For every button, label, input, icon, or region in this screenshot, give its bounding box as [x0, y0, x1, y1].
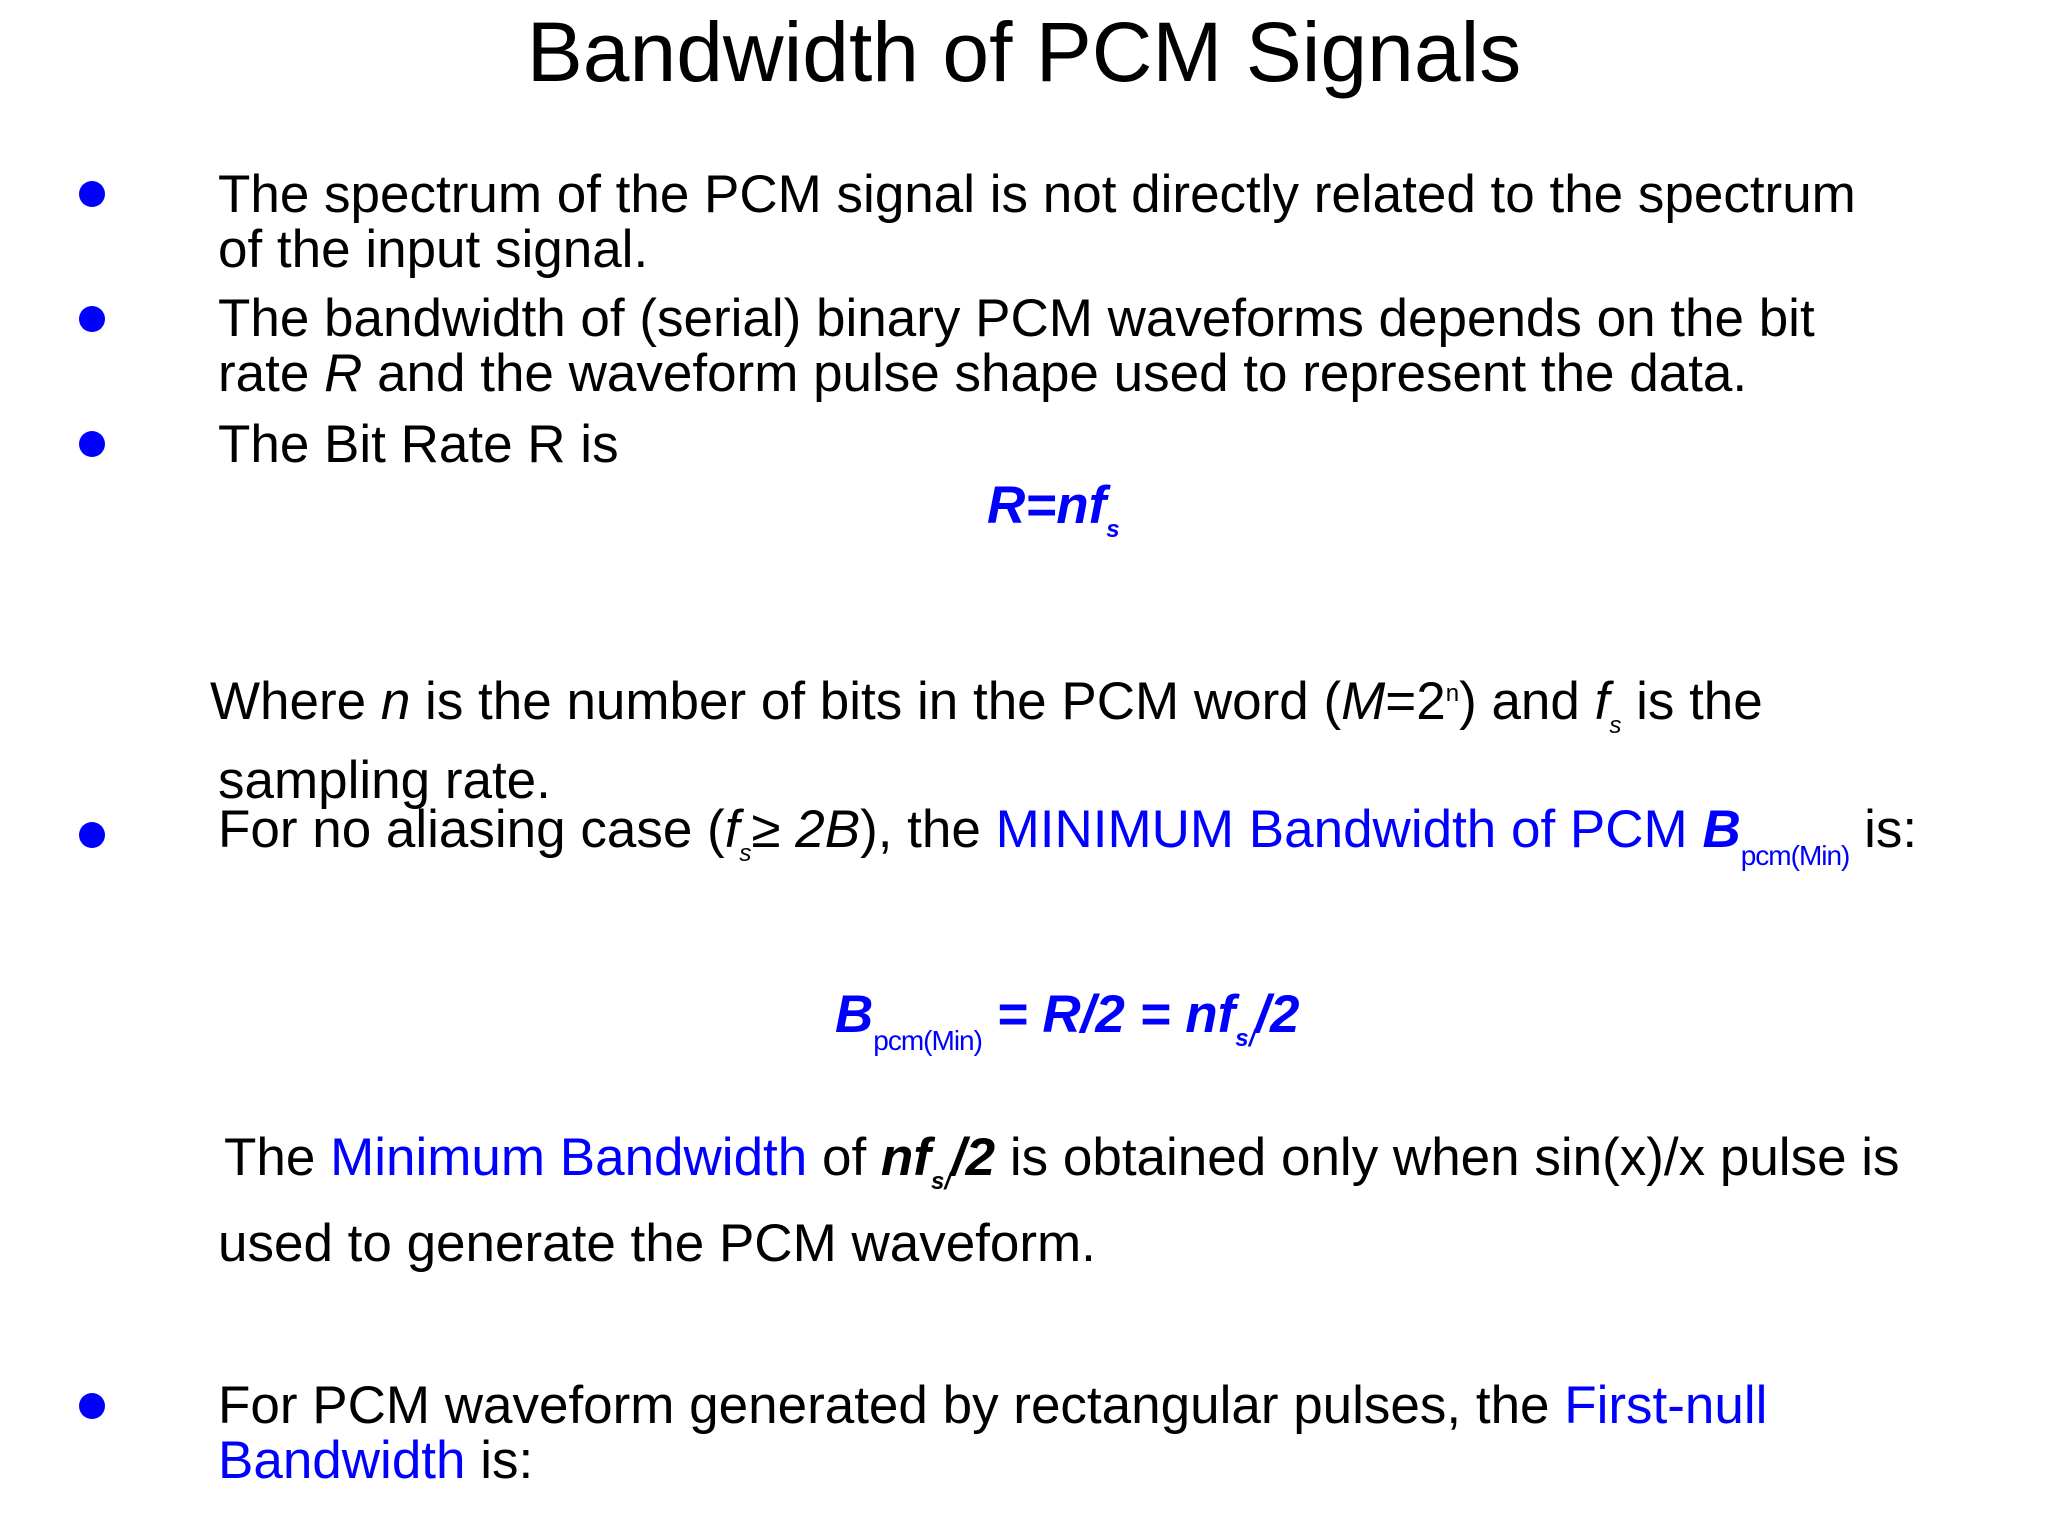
- bullet-5-text: For PCM waveform generated by rectangula…: [218, 1378, 2028, 1488]
- bullet-dot-4: [79, 822, 105, 848]
- bullet-2-line-1: The bandwidth of (serial) binary PCM wav…: [218, 289, 1815, 348]
- bullet-3-line-1: The Bit Rate R is: [218, 415, 619, 474]
- equation-min-bandwidth-subscript: pcm(Min): [873, 1025, 983, 1056]
- bullet-dot-5: [79, 1393, 105, 1419]
- bullet-1-line-1: The spectrum of the PCM signal is not di…: [218, 165, 1856, 224]
- bullet-2-text: The bandwidth of (serial) binary PCM wav…: [218, 291, 2028, 401]
- min-bandwidth-highlight: MINIMUM Bandwidth of PCM: [995, 800, 1703, 859]
- min-bandwidth-text: The Minimum Bandwidth of nfs//2 is obtai…: [218, 1128, 2034, 1271]
- bullet-dot-1: [79, 181, 105, 207]
- slide-title: Bandwidth of PCM Signals: [526, 5, 1522, 99]
- min-bandwidth-line-1: The Minimum Bandwidth of nfs//2 is obtai…: [224, 1128, 1900, 1195]
- equation-min-bandwidth: Bpcm(Min) = R/2 = nfs//2: [835, 985, 1300, 1056]
- bullet-2-line-2: rate R and the waveform pulse shape used…: [218, 344, 1748, 403]
- bullet-4-line-1: For no aliasing case (fs≥ 2B), the MINIM…: [218, 800, 1918, 871]
- bullet-5-line-2: Bandwidth is:: [218, 1431, 534, 1490]
- min-bandwidth-line-2: used to generate the PCM waveform.: [218, 1214, 1096, 1273]
- bullet-1-text: The spectrum of the PCM signal is not di…: [218, 167, 2028, 277]
- bullet-3-text: The Bit Rate R is: [218, 417, 2028, 472]
- bullet-dot-3: [79, 431, 105, 457]
- bullet-1-line-2: of the input signal.: [218, 220, 649, 279]
- equation-bit-rate: R=nfs: [987, 476, 1120, 543]
- equation-bit-rate-subscript: s: [1106, 516, 1120, 543]
- bullet-dot-2: [79, 306, 105, 332]
- where-line-1: Where n is the number of bits in the PCM…: [210, 672, 1763, 739]
- bullet-4-text: For no aliasing case (fs≥ 2B), the MINIM…: [218, 802, 2028, 883]
- bullet-5-line-1: For PCM waveform generated by rectangula…: [218, 1376, 1768, 1435]
- where-line-2: sampling rate.: [218, 751, 551, 810]
- where-text: Where n is the number of bits in the PCM…: [210, 666, 2020, 808]
